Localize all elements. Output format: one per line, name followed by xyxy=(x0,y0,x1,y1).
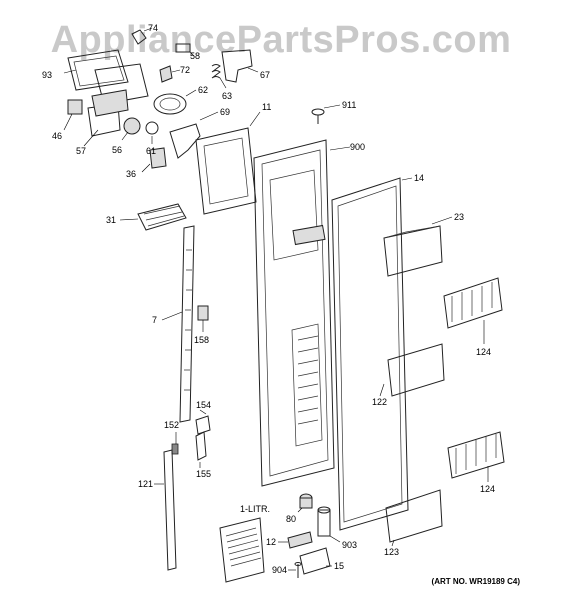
callout-122: 122 xyxy=(372,397,387,407)
callout-152: 152 xyxy=(164,420,179,430)
screw-904 xyxy=(288,562,302,578)
callout-7: 7 xyxy=(152,315,157,325)
part-152 xyxy=(171,432,179,455)
screw-911 xyxy=(311,104,341,124)
callout-72: 72 xyxy=(180,65,190,75)
part-36 xyxy=(141,147,167,173)
callout-903: 903 xyxy=(342,540,357,550)
callout-93: 93 xyxy=(42,70,52,80)
door-bin-123 xyxy=(385,489,443,547)
gear-61 xyxy=(145,121,159,144)
callout-900: 900 xyxy=(350,142,365,152)
switch-46 xyxy=(63,99,83,131)
callout-56: 56 xyxy=(112,145,122,155)
part-15 xyxy=(299,547,332,575)
wire-shelf-124-lower xyxy=(447,431,505,482)
callout-121: 121 xyxy=(138,479,153,489)
callout-69: 69 xyxy=(220,107,230,117)
control-housing-57 xyxy=(83,63,149,147)
door-bin-23 xyxy=(383,216,453,277)
callout-12: 12 xyxy=(266,537,276,547)
part-154 xyxy=(195,409,211,435)
light-bar-7 xyxy=(161,225,195,423)
booklet-label: 1-LITR. xyxy=(240,504,270,514)
callout-911: 911 xyxy=(342,100,356,110)
grille-31 xyxy=(119,203,187,231)
callout-124-upper: 124 xyxy=(476,347,491,357)
motor-56 xyxy=(121,117,141,141)
art-number: (ART NO. WR19189 C4) xyxy=(432,577,521,586)
callout-80: 80 xyxy=(286,514,296,524)
callout-123: 123 xyxy=(384,547,399,557)
callout-31: 31 xyxy=(106,215,116,225)
part-58 xyxy=(175,43,195,57)
callout-155: 155 xyxy=(196,469,211,479)
door-liner-900 xyxy=(253,139,351,487)
callout-63: 63 xyxy=(222,91,232,101)
wire-shelf-124-upper xyxy=(443,277,503,344)
callout-58: 58 xyxy=(190,51,200,61)
door-bin-122 xyxy=(379,343,445,397)
part-158 xyxy=(197,305,209,332)
dispenser-module-93 xyxy=(63,49,129,91)
part-903 xyxy=(317,506,341,543)
part-12 xyxy=(278,531,313,549)
callout-61: 61 xyxy=(146,146,156,156)
callout-15: 15 xyxy=(334,561,344,571)
callout-62: 62 xyxy=(198,85,208,95)
door-gasket-14 xyxy=(331,177,413,531)
callout-67: 67 xyxy=(260,70,270,80)
callout-124-lower: 124 xyxy=(480,484,495,494)
callout-158: 158 xyxy=(194,335,209,345)
recess-frame-11 xyxy=(195,111,261,215)
callout-36: 36 xyxy=(126,169,136,179)
watermark-text: AppliancePartsPros.com xyxy=(51,19,512,61)
callout-74: 74 xyxy=(148,23,158,33)
callout-154: 154 xyxy=(196,400,211,410)
part-74 xyxy=(131,27,153,45)
callout-11: 11 xyxy=(262,102,271,112)
literature-booklet: 1-LITR. xyxy=(219,504,270,583)
spring-63 xyxy=(211,64,227,89)
coil-62 xyxy=(153,89,197,115)
callout-904: 904 xyxy=(272,565,287,575)
shelf-ribs xyxy=(297,335,319,425)
callout-23: 23 xyxy=(454,212,464,222)
part-155 xyxy=(195,431,207,468)
callout-14: 14 xyxy=(414,173,424,183)
lever-69 xyxy=(169,111,219,159)
callout-57: 57 xyxy=(76,146,86,156)
part-80 xyxy=(297,493,313,513)
part-72 xyxy=(159,65,181,83)
callout-46: 46 xyxy=(52,131,62,141)
bracket-67 xyxy=(221,49,259,83)
trim-121 xyxy=(154,449,177,571)
